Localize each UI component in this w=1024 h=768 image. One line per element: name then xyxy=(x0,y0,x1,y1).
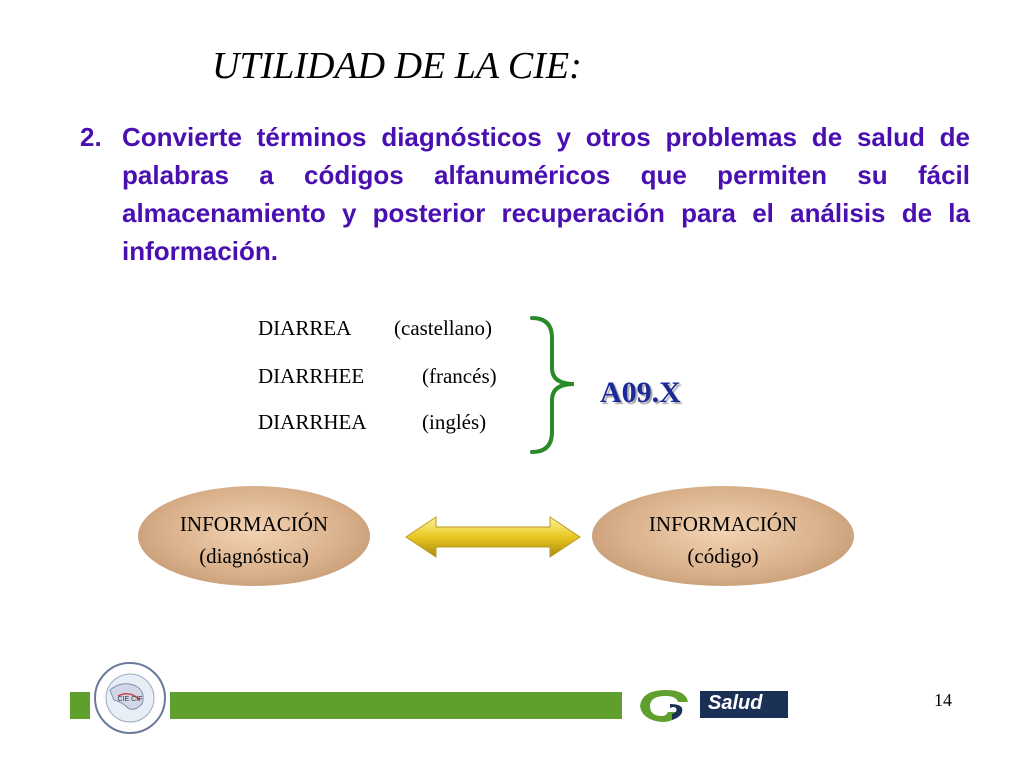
oval-line1: INFORMACIÓN xyxy=(179,512,329,536)
slide-title: UTILIDAD DE LA CIE: xyxy=(212,45,582,87)
term-language: (francés) xyxy=(422,364,497,388)
term-word: DIARRHEA xyxy=(258,410,367,434)
info-code-oval: INFORMACIÓN (código) xyxy=(592,486,854,586)
point-text: Convierte términos diagnósticos y otros … xyxy=(122,122,970,266)
term-word: DIARRHEE xyxy=(258,364,365,388)
footer-bar-middle xyxy=(170,692,622,719)
term-language: (inglés) xyxy=(422,410,487,434)
footer-bar-left xyxy=(70,692,90,719)
page-number: 14 xyxy=(934,690,952,710)
oval-line1: INFORMACIÓN xyxy=(648,512,798,536)
oval-line2: (código) xyxy=(687,544,759,568)
point-number: 2. xyxy=(80,122,102,152)
term-language: (castellano) xyxy=(394,316,492,340)
icd-code: A09.X xyxy=(600,376,681,409)
term-row: DIARRHEE (francés) xyxy=(258,364,497,389)
term-row: DIARRHEA (inglés) xyxy=(258,410,486,435)
double-arrow-icon xyxy=(405,516,581,558)
salud-brand-box xyxy=(700,691,788,718)
salud-brand-text: Salud xyxy=(708,692,763,714)
cemece-seal-icon: CIE CIF xyxy=(94,662,166,734)
seal-text: CIE CIF xyxy=(118,696,143,703)
point-2: 2. Convierte términos diagnósticos y otr… xyxy=(80,118,970,270)
oval-line2: (diagnóstica) xyxy=(199,544,309,568)
info-diagnostic-oval: INFORMACIÓN (diagnóstica) xyxy=(138,486,370,586)
curly-brace-icon xyxy=(530,316,575,454)
term-word: DIARREA xyxy=(258,316,352,340)
term-row: DIARREA (castellano) xyxy=(258,316,492,341)
salud-logo-icon xyxy=(640,690,688,722)
